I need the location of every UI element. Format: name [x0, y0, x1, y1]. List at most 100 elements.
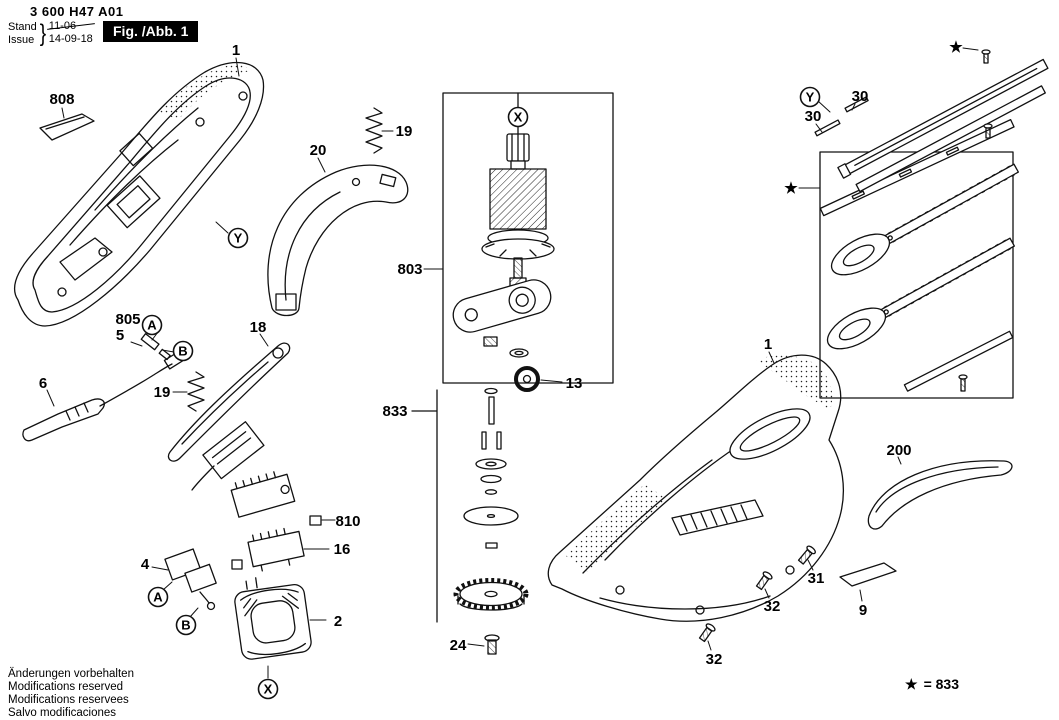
- callout-19-left: 19: [154, 384, 171, 401]
- star-blades: ★: [784, 180, 798, 197]
- spring-19-top: [365, 107, 383, 154]
- ball-bearing-13: [514, 366, 540, 392]
- star-legend: ★ = 833: [905, 676, 959, 693]
- part-number: 3 600 H47 A01: [30, 4, 124, 19]
- hex-nut: [483, 336, 498, 347]
- legend-star-symbol: ★: [905, 676, 918, 692]
- blade-screw: [958, 374, 968, 392]
- callout-labels: 808 1 19 20 803 805 5 6 18 19 833 13 810…: [39, 42, 912, 668]
- callout-16: 16: [334, 541, 351, 558]
- marker-A-lower: A: [147, 586, 169, 608]
- old-issue-date: 11-06: [49, 20, 93, 33]
- power-cord: [22, 351, 184, 442]
- guide-rail-upper: [837, 58, 1049, 179]
- blade-2: [826, 237, 1016, 350]
- callout-4: 4: [141, 556, 150, 573]
- star-rail: ★: [949, 39, 963, 56]
- svg-text:B: B: [178, 344, 187, 359]
- rail-screw-mid: [983, 123, 993, 139]
- footer-note-en: Modifications reserved: [8, 681, 124, 693]
- callout-20: 20: [310, 142, 327, 159]
- revision-brace: }: [39, 20, 46, 47]
- front-housing-half: [547, 354, 845, 622]
- figure-badge: Fig. /Abb. 1: [103, 21, 199, 42]
- blade-upper-rail: [819, 118, 1015, 217]
- nameplate-808: [39, 113, 95, 141]
- rear-housing-half: [13, 61, 265, 327]
- svg-text:X: X: [264, 682, 273, 697]
- issue-date: 14-09-18: [48, 33, 93, 45]
- handle-bow: [267, 164, 409, 317]
- legend-star-value: = 833: [923, 676, 959, 692]
- svg-text:A: A: [147, 318, 157, 333]
- screw-32-upper: [755, 571, 773, 591]
- pin-30-upper: [844, 96, 869, 113]
- callout-805: 805: [115, 311, 140, 328]
- svg-text:A: A: [153, 590, 163, 605]
- footer-notes: Änderungen vorbehalten Modifications res…: [8, 668, 134, 720]
- callout-30-upper: 30: [852, 88, 869, 105]
- blade-lower-rail: [903, 330, 1014, 392]
- callout-13: 13: [566, 375, 583, 392]
- issue-label: Issue: [8, 34, 35, 46]
- callout-2: 2: [334, 613, 342, 630]
- callout-32-lower: 32: [706, 651, 723, 668]
- footer-note-de: Änderungen vorbehalten: [8, 668, 134, 680]
- screw-32-lower: [698, 623, 716, 643]
- switch-assembly: [191, 421, 296, 518]
- screw-31: [797, 545, 816, 565]
- callout-31: 31: [808, 570, 825, 587]
- callout-1-right: 1: [764, 336, 772, 353]
- vent-grille: [671, 499, 764, 536]
- callout-833: 833: [382, 403, 407, 420]
- svg-text:B: B: [181, 618, 190, 633]
- marker-Y-left: Y: [227, 227, 249, 249]
- flat-washer: [509, 348, 529, 358]
- callout-200: 200: [886, 442, 911, 459]
- blade-1: [830, 163, 1020, 276]
- svg-text:Y: Y: [806, 90, 815, 105]
- blade-guard: [867, 460, 1013, 530]
- screw-24: [484, 634, 500, 655]
- leader-lines: [46, 47, 979, 679]
- callout-18: 18: [250, 319, 267, 336]
- part-4: [164, 548, 243, 611]
- stand-label: Stand: [8, 21, 37, 33]
- footer-note-es: Salvo modificaciones: [8, 707, 117, 719]
- armature: [481, 92, 555, 299]
- revision-block: Stand Issue } 11-06 14-09-18: [8, 20, 93, 47]
- pin-805: [140, 333, 171, 361]
- marker-B-upper: B: [172, 340, 194, 362]
- bearing-plate-803: [452, 279, 552, 333]
- spring-19-left: [187, 371, 205, 412]
- marker-Y-right: Y: [799, 86, 821, 108]
- callout-30-lower: 30: [805, 108, 822, 125]
- gear-shaft-stack: [411, 387, 519, 623]
- star-markers: ★ ★: [784, 39, 963, 197]
- callout-808: 808: [49, 91, 74, 108]
- switch-block-16: [247, 527, 305, 572]
- callout-5: 5: [116, 327, 124, 344]
- svg-text:X: X: [514, 110, 523, 125]
- gear-wheel: [453, 578, 529, 611]
- footer-note-fr: Modifications reservees: [8, 694, 129, 706]
- part-810: [309, 515, 322, 526]
- marker-A-upper: A: [141, 314, 163, 336]
- nameplate-9: [839, 562, 897, 587]
- stator-coil: [234, 577, 312, 660]
- callout-803: 803: [397, 261, 422, 278]
- callout-32-upper: 32: [764, 598, 781, 615]
- svg-text:Y: Y: [234, 231, 243, 246]
- callout-9: 9: [859, 602, 867, 619]
- callout-1-left: 1: [232, 42, 240, 59]
- marker-X-bottom: X: [257, 678, 279, 700]
- guide-rail-lower: [855, 85, 1046, 193]
- callout-24: 24: [450, 637, 467, 654]
- callout-19-top: 19: [396, 123, 413, 140]
- callout-6: 6: [39, 375, 47, 392]
- rail-screw-top: [981, 49, 991, 64]
- letter-markers: Y X A B A B X Y: [141, 86, 821, 700]
- grip-lever: [167, 342, 291, 462]
